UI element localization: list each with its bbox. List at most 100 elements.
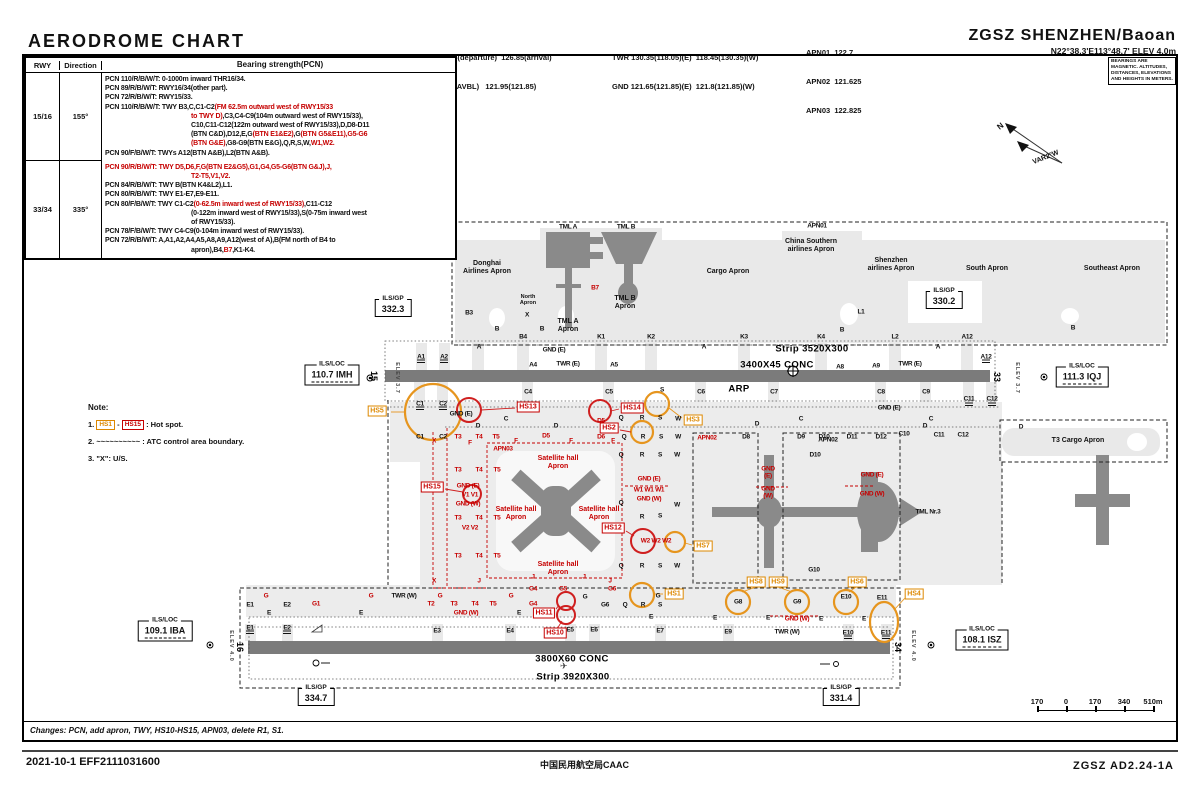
apn01-area [782,231,862,242]
map-label: Southeast Apron [1083,265,1141,273]
map-label: C2 [439,400,447,408]
hotspot-circle [724,588,752,616]
map-label: A4 [529,361,537,369]
map-label: VAR2°W [1031,149,1060,167]
pcn-text-segment: ,K1-K4. [232,246,255,254]
pcn-text-segment: (BTN G5&E11) [300,131,346,139]
ils-frequency: 109.1 IBA [144,625,186,636]
pcn-text-segment: PCN 90/F/B/W/T: TWYs A12(BTN A&B),L2(BTN… [105,149,270,157]
map-label: G10 [808,566,820,574]
hotspot-circle [462,484,482,504]
table-row: 33/34 335° PCN 90/R/B/W/T: TWY D5,D6,F,G… [26,160,455,258]
direction-cell: 155° [60,73,102,161]
pcn-line: PCN 72/R/B/W/T: RWY15/33. [105,93,455,102]
map-label: T5 [493,552,501,560]
tml-nr3-concourse [712,455,922,568]
map-label: G [508,592,514,600]
note-item1-number: 1. [88,420,95,429]
pcn-text-segment: PCN 84/R/B/W/T: TWY B(BTN K4&L2),L1. [105,182,233,190]
map-label: South Apron [965,265,1009,273]
map-label: S [657,562,663,570]
rwy-cell: 15/16 [26,73,60,161]
pcn-line: C10,C11-C12(122m outward west of RWY15/3… [105,121,455,130]
map-label: ELEV 3.7 [1014,362,1021,394]
twr-gnd-frequencies: TWR 130.35(118.05)(E) 118.45(130.35)(W) … [612,33,758,101]
pcn-text-segment: PCN 72/R/B/W/T: RWY15/33. [105,94,193,102]
map-label: E2 [283,624,291,632]
taxiway-connectors [245,343,997,641]
map-label: E [861,615,867,623]
map-label: K4 [817,333,825,341]
hotspot-leader-line [668,407,683,419]
effective-date: 2021-10-1 EFF2111031600 [26,756,160,768]
map-label: Satellite hall Apron [537,561,579,576]
scale-tick [1037,706,1039,712]
map-label: S [659,386,665,394]
south-strip-boundary [239,587,901,689]
hotspot-leader-line [444,488,464,493]
map-label: E5 [566,626,574,634]
apn02-boundary-east [782,432,901,581]
map-label: A1 [417,353,425,361]
caac-label: 中国民用航空局CAAC [540,760,629,770]
scale-label: 170 [1030,697,1044,706]
hotspot-leader-line [555,604,560,610]
hotspot-leader-line [741,586,757,593]
runway-15-33 [385,370,990,382]
hotspot-chip-hs1: HS1 [96,420,116,430]
map-label: D9 [797,433,805,441]
map-label: A5 [610,361,618,369]
map-label: T2 [427,600,435,608]
glider-symbol: ✈ [560,661,568,671]
map-label: W [674,501,680,509]
map-label: E11 [876,594,888,602]
chart-border [22,54,1178,742]
scale-tick [1095,706,1097,712]
map-label: T3 [454,433,462,441]
ils-title: ILS/GP [302,684,330,691]
map-label: F [514,437,518,445]
map-label: V1 V1 [461,491,479,499]
map-label: GND (E) [542,346,566,354]
pcn-line: T2-T5,V1,V2. [105,172,455,181]
hotspot-circle [783,588,811,616]
map-label: D11 [846,433,858,441]
map-label: D [553,422,559,430]
map-label: X [524,311,530,319]
ils-frequency: 108.1 ISZ [962,634,1002,645]
scale-label: 510m [1143,697,1163,706]
hotspot-label-hs4: HS4 [904,588,924,600]
pcn-line: apron),B4,B7,K1-K4. [105,246,455,255]
map-label: B [1070,324,1076,332]
map-label: TML B Apron [614,295,636,310]
pcn-text-segment: PCN 110/R/B/W/T: 0-1000m inward THR16/34… [105,76,246,83]
pcn-text-segment: ,G [293,131,301,139]
map-label: E1 [246,624,254,632]
satellite-hall-building [511,469,601,553]
hotspot-leader-line [619,429,632,433]
map-label: Q [618,414,624,422]
map-label: C5 [605,388,613,396]
map-label: G [368,592,374,600]
twr-line: TWR 130.35(118.05)(E) 118.45(130.35)(W) [612,52,759,62]
map-label: E [712,614,718,622]
map-label: TML A [559,223,577,231]
hotspot-leader-line [610,408,620,412]
apn03-red-boundary [432,428,875,617]
pcn-text-segment: (0-62.5m inward west of RWY15/33) [193,200,305,208]
hotspot-leader-line [480,407,516,411]
stand-spot [1061,308,1079,324]
hotspot-circle [832,588,860,616]
rwy-cell: 33/34 [26,160,60,258]
stand-spot [489,308,505,328]
map-label: C1 [416,433,424,441]
pcn-text-segment: (BTN G&E) [191,140,226,148]
map-label: Q [618,562,624,570]
map-label: GND (E) [637,475,661,483]
pcn-text-segment: ,C11-C12 [303,200,332,208]
ils-title: ILS/LOC [1066,362,1098,370]
